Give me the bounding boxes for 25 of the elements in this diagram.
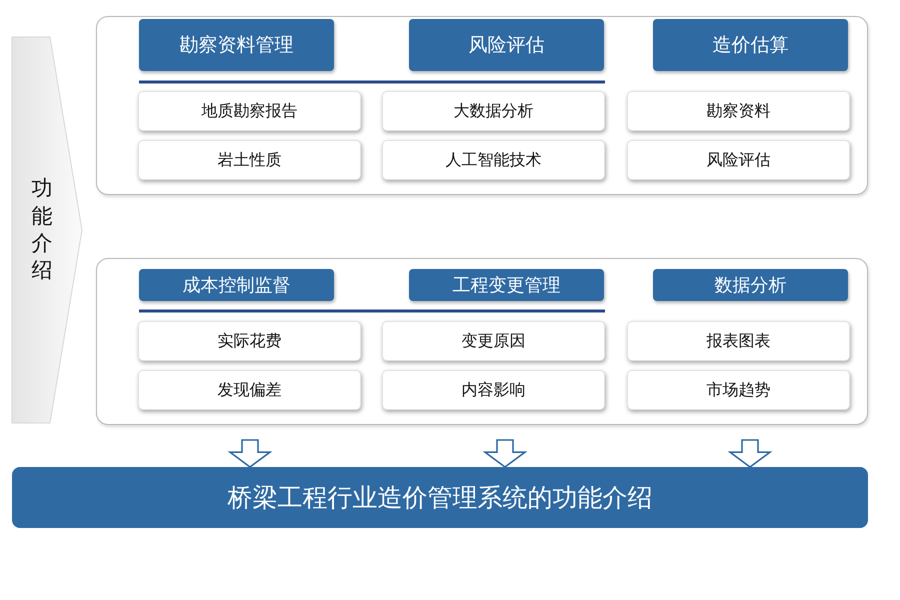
feature-card: 勘察资料 — [627, 91, 850, 131]
down-arrow — [482, 439, 528, 468]
feature-card: 大数据分析 — [382, 91, 605, 131]
group-panel — [96, 258, 868, 425]
vertical-label: 功能介绍 — [32, 175, 52, 284]
group-panel — [96, 16, 868, 195]
feature-card: 内容影响 — [382, 370, 605, 410]
down-arrow — [728, 439, 772, 468]
feature-card: 变更原因 — [382, 321, 605, 361]
feature-card: 发现偏差 — [138, 370, 361, 410]
category-header: 勘察资料管理 — [139, 19, 334, 71]
category-header: 造价估算 — [653, 19, 848, 71]
category-header: 风险评估 — [409, 19, 604, 71]
down-arrow — [228, 439, 272, 468]
feature-card: 岩土性质 — [138, 140, 361, 180]
feature-card: 市场趋势 — [627, 370, 850, 410]
category-header: 工程变更管理 — [409, 269, 604, 301]
feature-card: 地质勘察报告 — [138, 91, 361, 131]
category-header: 成本控制监督 — [139, 269, 334, 301]
feature-card: 风险评估 — [627, 140, 850, 180]
feature-card: 报表图表 — [627, 321, 850, 361]
feature-card: 实际花费 — [138, 321, 361, 361]
feature-card: 人工智能技术 — [382, 140, 605, 180]
category-header: 数据分析 — [653, 269, 848, 301]
title-banner: 桥梁工程行业造价管理系统的功能介绍 — [12, 467, 868, 528]
